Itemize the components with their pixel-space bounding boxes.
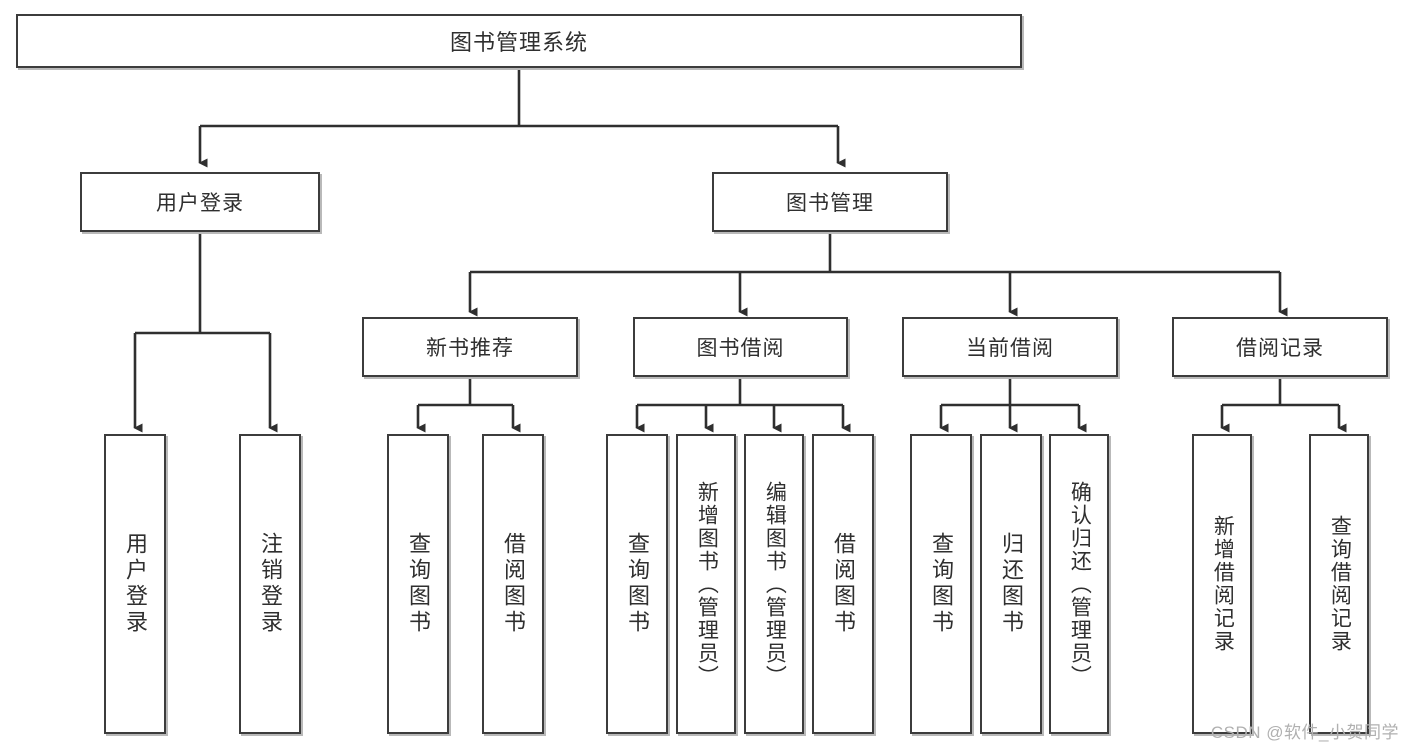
leaf-return-book[interactable]: 归还图书 (980, 434, 1042, 734)
leaf-query-book-borrow[interactable]: 查询图书 (606, 434, 668, 734)
node-current-borrow[interactable]: 当前借阅 (902, 317, 1118, 377)
node-book-manage[interactable]: 图书管理 (712, 172, 948, 232)
node-book-borrow[interactable]: 图书借阅 (633, 317, 848, 377)
leaf-add-borrow-record[interactable]: 新增借阅记录 (1192, 434, 1252, 734)
node-user-login[interactable]: 用户登录 (80, 172, 320, 232)
leaf-add-book-admin[interactable]: 新增图书（管理员） (676, 434, 736, 734)
leaf-user-login[interactable]: 用户登录 (104, 434, 166, 734)
watermark-credit: CSDN @软件_小贺同学 (1210, 723, 1399, 742)
leaf-edit-book-admin[interactable]: 编辑图书（管理员） (744, 434, 804, 734)
leaf-query-borrow-record[interactable]: 查询借阅记录 (1309, 434, 1369, 734)
node-borrow-record[interactable]: 借阅记录 (1172, 317, 1388, 377)
leaf-user-logout[interactable]: 注销登录 (239, 434, 301, 734)
leaf-borrow-book-recommend[interactable]: 借阅图书 (482, 434, 544, 734)
leaf-borrow-book[interactable]: 借阅图书 (812, 434, 874, 734)
node-new-book-recommend[interactable]: 新书推荐 (362, 317, 578, 377)
leaf-query-book-recommend[interactable]: 查询图书 (387, 434, 449, 734)
leaf-query-book-current[interactable]: 查询图书 (910, 434, 972, 734)
node-root-system[interactable]: 图书管理系统 (16, 14, 1022, 68)
leaf-confirm-return-admin[interactable]: 确认归还（管理员） (1049, 434, 1109, 734)
